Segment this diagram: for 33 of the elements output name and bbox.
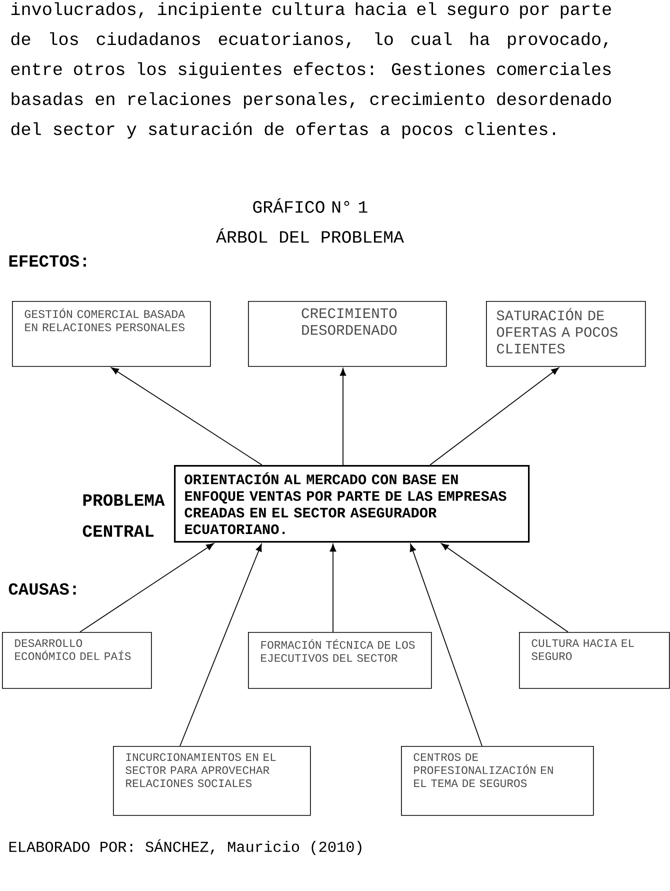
box-text: ORIENTACIÓN AL MERCADO CON BASE EN ENFOQUE VENTAS POR PARTE DE LAS EMPRESAS CREADAS EN EL SECTOR ASEGURADOR ECUATORIANO. xyxy=(184,472,506,534)
problem-box xyxy=(174,465,530,543)
box-text: DESARROLLO ECONÓMICO DEL PAÍS xyxy=(15,639,131,660)
box-text: GESTIÓN COMERCIAL BASADA EN RELACIONES PERSONALES xyxy=(24,308,186,332)
box-text: SATURACIÓN DE OFERTAS A POCOS CLIENTES xyxy=(496,308,618,354)
effect-box xyxy=(248,301,447,367)
arrow xyxy=(111,367,262,466)
arrow xyxy=(441,543,568,632)
cause-box xyxy=(519,632,670,689)
cause-box xyxy=(2,632,152,689)
arrow xyxy=(330,544,336,632)
figure-title: ÁRBOL DEL PROBLEMA xyxy=(216,228,404,243)
box-text: CRECIMIENTO DESORDENADO xyxy=(302,308,397,335)
arrow xyxy=(340,368,346,466)
section-heading: EFECTOS: xyxy=(9,255,86,267)
figure-number: GRÁFICO N° 1 xyxy=(253,198,368,213)
effect-box xyxy=(12,301,211,367)
side-label: PROBLEMA CENTRAL xyxy=(82,494,165,537)
box-text: INCURCIONAMIENTOS EN EL SECTOR PARA APROVECHAR RELACIONES SOCIALES xyxy=(126,753,276,788)
cause-box xyxy=(113,746,311,816)
body-paragraph: involucrados, incipiente cultura hacia el seguro por parte de los ciudadanos ecuatorianos, lo cual ha provocado, entre otros los siguientes efectos: Gestiones comerciales basadas en relaciones personales, crecimiento desordenado del sector y saturación de ofertas a pocos clientes. xyxy=(11,2,611,139)
arrow xyxy=(80,543,214,632)
box-text: CULTURA HACIA EL SEGURO xyxy=(532,639,634,660)
effect-box xyxy=(486,301,646,367)
box-text: CENTROS DE PROFESIONALIZACIÓN EN EL TEMA DE SEGUROS xyxy=(414,753,553,788)
arrow xyxy=(430,367,560,466)
box-text: FORMACIÓN TÉCNICA DE LOS EJECUTIVOS DEL SECTOR xyxy=(261,639,415,662)
arrow xyxy=(180,544,262,746)
cause-box xyxy=(401,746,594,816)
arrow xyxy=(410,544,482,746)
credit-line: ELABORADO POR: SÁNCHEZ, Mauricio (2010) xyxy=(9,839,362,855)
cause-box xyxy=(248,632,432,689)
section-heading: CAUSAS: xyxy=(8,583,76,595)
